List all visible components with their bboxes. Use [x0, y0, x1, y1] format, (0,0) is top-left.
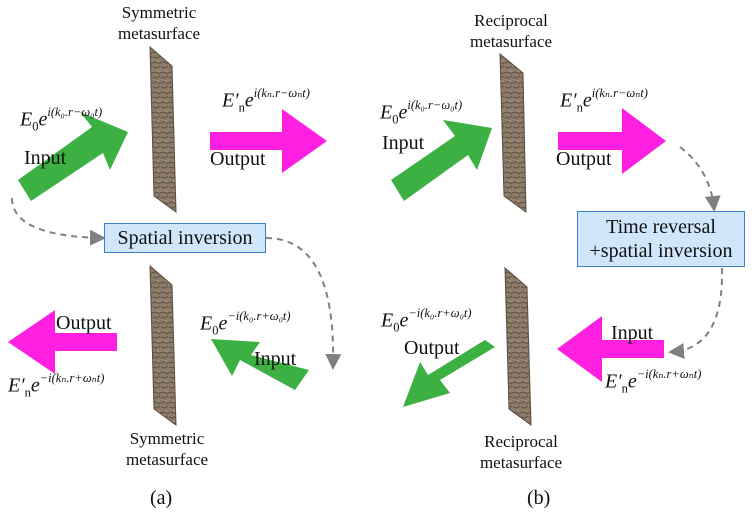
label-a-input-bottom: Input [254, 348, 297, 370]
equation-b-output: E′nei(kₙ.r−ωₙt) [560, 86, 648, 115]
output-arrow-a-top [210, 109, 327, 173]
equation-b-input-reversed: E′ne−i(kₙ.r+ωₙt) [605, 367, 702, 396]
dashed-arrow-a-left [11, 197, 106, 246]
equation-a-input: E0ei(k₀.r−ω₀t) [20, 105, 103, 134]
input-arrow-b-bottom-magenta [557, 316, 664, 382]
output-arrow-b-bottom-green [403, 340, 495, 407]
equation-a-output: E′nei(kₙ.r−ωₙt) [222, 86, 310, 115]
caption-b-top: Reciprocal metasurface [456, 10, 566, 52]
equation-b-input: E0ei(k₀.r−ω₀t) [380, 98, 463, 127]
caption-b-bottom-line1: Reciprocal [484, 432, 558, 451]
caption-a-top-line2: metasurface [117, 24, 201, 43]
panel-label-a: (a) [150, 487, 173, 509]
dashed-arrow-a-right [265, 237, 342, 370]
caption-a-top: Symmetric metasurface [104, 2, 214, 44]
metasurface-slab-a-bottom [149, 264, 177, 427]
panel-label-b: (b) [527, 487, 551, 509]
spatial-inversion-box: Spatial inversion [104, 223, 266, 253]
equation-a-output-reversed: E′ne−i(kₙ.r+ωₙt) [8, 371, 105, 400]
label-b-output-bottom: Output [404, 337, 460, 359]
label-a-output-top: Output [210, 148, 266, 170]
time-reversal-label-line1: Time reversal [606, 216, 716, 238]
time-reversal-box: Time reversal +spatial inversion [577, 211, 745, 267]
input-arrow-a-bottom [211, 339, 309, 390]
dashed-arrow-b-bottom [668, 267, 724, 360]
dashed-arrow-b-top [679, 146, 721, 212]
caption-b-top-line2: metasurface [469, 32, 553, 51]
label-b-input-bottom: Input [611, 322, 654, 344]
label-a-output-bottom: Output [56, 312, 112, 334]
spatial-inversion-label: Spatial inversion [117, 227, 253, 249]
metasurface-slab-b-bottom [504, 266, 532, 427]
caption-a-bottom-line1: Symmetric [129, 429, 205, 448]
input-arrow-a-top [18, 112, 128, 201]
metasurface-slab-a-top [149, 45, 177, 214]
label-b-output-top: Output [556, 148, 612, 170]
equation-b-output-reversed: E0e−i(k₀.r+ω₀t) [381, 306, 472, 335]
caption-b-bottom-line2: metasurface [479, 453, 563, 472]
caption-b-bottom: Reciprocal metasurface [466, 431, 576, 473]
metasurface-slab-b-top [499, 52, 527, 213]
label-b-input-top: Input [382, 132, 425, 154]
caption-a-bottom: Symmetric metasurface [112, 428, 222, 470]
caption-b-top-line1: Reciprocal [474, 11, 548, 30]
caption-a-bottom-line2: metasurface [125, 450, 209, 469]
caption-a-top-line1: Symmetric [121, 3, 197, 22]
input-arrow-b-top [391, 120, 492, 201]
output-arrow-a-bottom [8, 310, 117, 374]
label-a-input-top: Input [24, 147, 67, 169]
equation-a-input-reversed: E0e−i(k₀.r+ω₀t) [200, 309, 291, 338]
output-arrow-b-top [558, 108, 666, 174]
time-reversal-label-line2: +spatial inversion [589, 240, 733, 262]
